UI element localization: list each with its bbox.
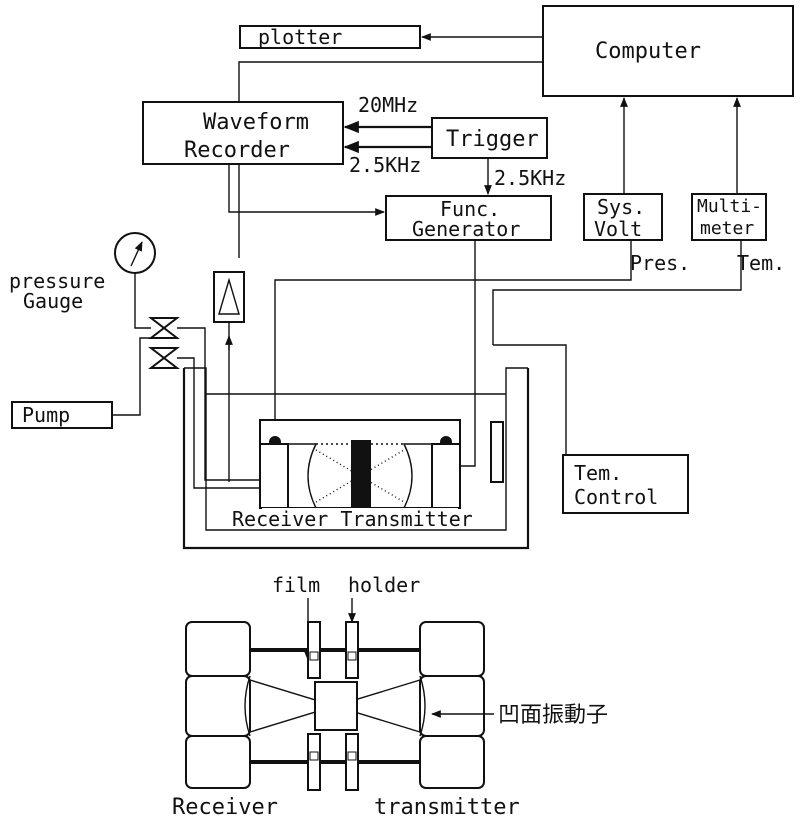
func-label-1: Func. (440, 197, 500, 221)
receiver-bottom-label: Receiver (172, 795, 278, 820)
computer-box: Computer (542, 5, 794, 97)
film-label: film (272, 573, 320, 597)
waveform-label-1: Waveform (203, 110, 309, 135)
pump-box: Pump (11, 337, 151, 429)
freq-2-5khz-left-label: 2.5KHz (349, 153, 421, 177)
pressure-label: pressure (9, 269, 105, 293)
pres-label: Pres. (630, 251, 690, 275)
func-label-2: Generator (412, 217, 520, 241)
amplifier (213, 271, 245, 482)
tem-control-label-2: Control (574, 485, 658, 509)
tem-control-label-1: Tem. (574, 461, 622, 485)
freq-2-5khz-down-label: 2.5KHz (494, 166, 566, 190)
plotter-label: plotter (258, 25, 342, 49)
computer-label: Computer (595, 39, 701, 64)
transmitter-bottom-label: transmitter (374, 795, 520, 820)
receiver-transmitter-label: Receiver Transmitter (232, 507, 473, 531)
trigger-box: Trigger (431, 117, 548, 159)
transducer-assembly (259, 419, 461, 516)
plotter-box: plotter (239, 25, 421, 49)
freq-20mhz-label: 20MHz (358, 93, 418, 117)
multimeter-box: Multi- meter (691, 193, 767, 241)
pressure-gauge: pressure Gauge (9, 232, 156, 313)
tank (182, 344, 567, 550)
multi-label-1: Multi- (697, 196, 762, 217)
detail-drawing (185, 621, 494, 791)
tem-control-box: Tem. Control (562, 454, 689, 514)
waveform-recorder-box: Waveform Recorder (142, 101, 344, 165)
sysvolt-label-1: Sys. (597, 195, 645, 219)
gauge-label: Gauge (23, 289, 83, 313)
tem-label: Tem. (737, 251, 785, 275)
holder-label: holder (348, 573, 420, 597)
valves (134, 306, 262, 489)
sys-volt-box: Sys. Volt (583, 193, 663, 241)
pump-label: Pump (22, 403, 70, 427)
concave-transducer-label: 凹面振動子 (498, 703, 608, 728)
trigger-label: Trigger (446, 127, 539, 152)
waveform-label-2: Recorder (184, 138, 290, 163)
multi-label-2: meter (700, 218, 754, 239)
function-generator-box: Func. Generator (385, 195, 552, 241)
sysvolt-label-2: Volt (594, 217, 642, 241)
